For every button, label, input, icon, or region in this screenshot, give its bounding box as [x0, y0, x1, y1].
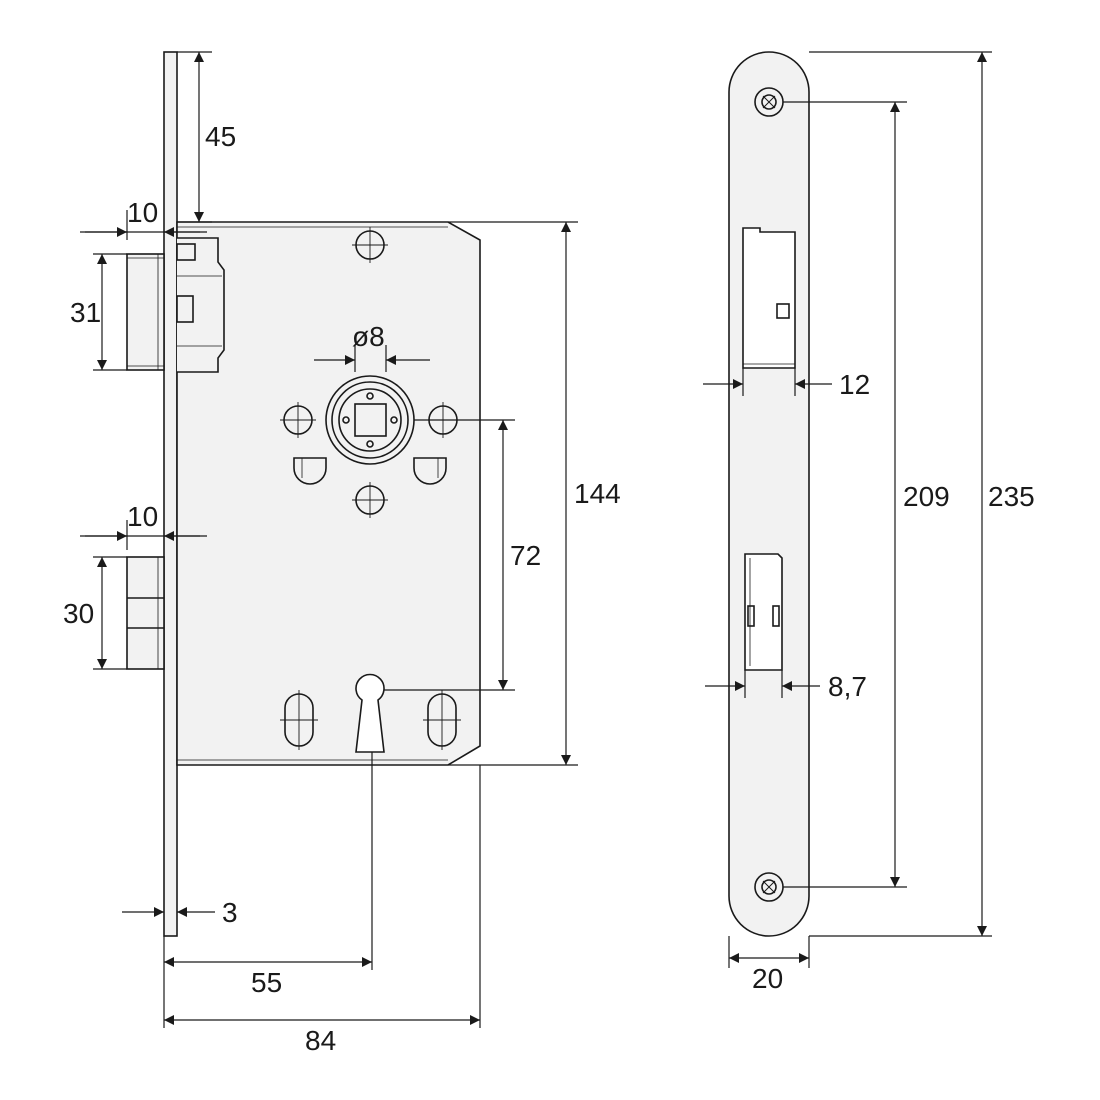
keyhole: [355, 673, 385, 753]
label-235: 235: [988, 481, 1035, 512]
latch-bolt: [126, 237, 225, 373]
label-30: 30: [63, 598, 94, 629]
lock-side-view: [126, 51, 481, 937]
case-slots: [293, 457, 447, 485]
label-84: 84: [305, 1025, 336, 1056]
label-31: 31: [70, 297, 101, 328]
latch-cutout: [742, 227, 796, 369]
label-3: 3: [222, 897, 238, 928]
dead-bolt: [126, 556, 165, 670]
label-8-7: 8,7: [828, 671, 867, 702]
label-10-bottom: 10: [127, 501, 158, 532]
label-45: 45: [205, 121, 236, 152]
label-55: 55: [251, 967, 282, 998]
faceplate-front-view: [728, 51, 810, 937]
label-209: 209: [903, 481, 950, 512]
faceplate-front: [728, 51, 810, 937]
label-144: 144: [574, 478, 621, 509]
label-10-top: 10: [127, 197, 158, 228]
faceplate-screw-bottom: [754, 872, 784, 902]
bolt-cutout: [744, 553, 783, 671]
label-12: 12: [839, 369, 870, 400]
label-72: 72: [510, 540, 541, 571]
lower-oval-holes: [280, 690, 461, 750]
faceplate-side: [163, 51, 178, 937]
label-spindle-diameter: ø8: [352, 321, 385, 352]
label-20: 20: [752, 963, 783, 994]
